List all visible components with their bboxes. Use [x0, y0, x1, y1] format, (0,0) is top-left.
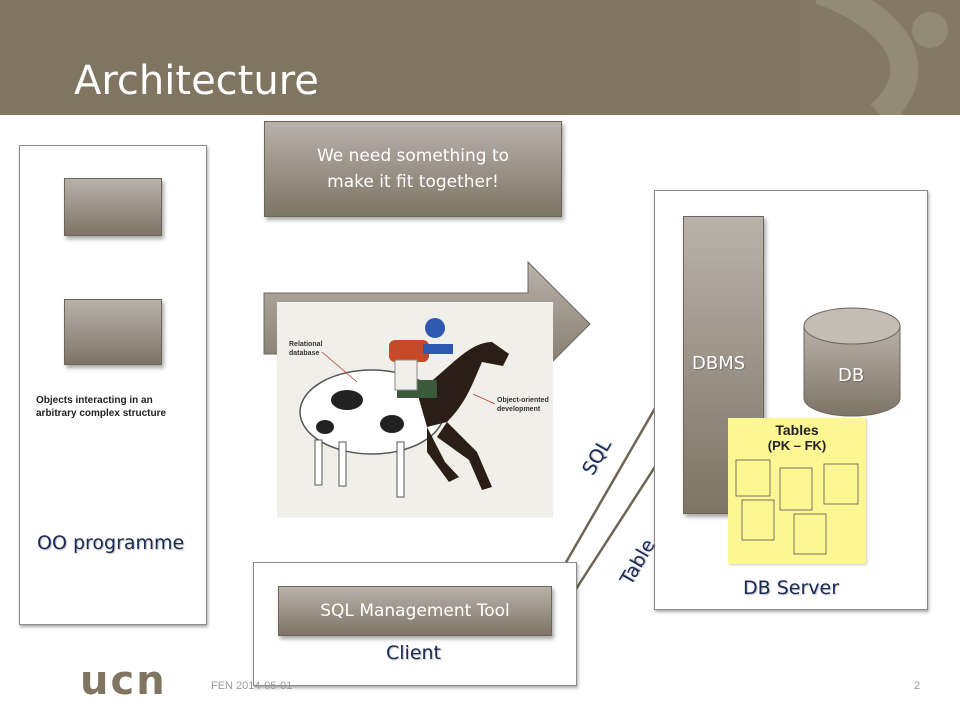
title-bar: Architecture [0, 0, 960, 115]
tables-subtitle: (PK – FK) [767, 438, 827, 453]
page-number: 2 [914, 680, 921, 692]
tables-sketch [735, 459, 859, 555]
oo-programme-label: OO programme [37, 532, 185, 554]
tables-title: Tables [775, 422, 819, 438]
header-decoration [800, 0, 960, 115]
sql-management-tool-label: SQL Management Tool [320, 601, 510, 621]
page-title: Architecture [74, 58, 319, 104]
oo-class-box-top [64, 178, 162, 236]
callout-text: We need something to make it fit togethe… [316, 146, 510, 192]
object-graph-caption: Objects interacting in an arbitrary comp… [36, 395, 167, 419]
db-server-label: DB Server [743, 577, 840, 599]
ucn-logo: ucn [80, 658, 167, 704]
tables-note: Tables (PK – FK) [728, 418, 866, 564]
oo-class-box-bottom [64, 299, 162, 365]
dbms-label: DBMS [692, 353, 746, 374]
footer-date: FEN 2014-05-01 [211, 680, 293, 692]
svg-text:database: database [289, 350, 319, 357]
horse-cow-photo: Relational database Object-oriented deve… [277, 302, 553, 518]
client-label: Client [386, 642, 442, 664]
photo-label-relational: Relational [289, 341, 323, 348]
callout-box: We need something to make it fit togethe… [264, 121, 562, 217]
svg-text:development: development [497, 406, 541, 413]
db-label: DB [838, 365, 865, 386]
sql-management-tool-button[interactable]: SQL Management Tool [278, 586, 552, 636]
photo-illustration: Relational database Object-oriented deve… [277, 302, 553, 518]
photo-label-oo: Object-oriented [497, 397, 549, 404]
